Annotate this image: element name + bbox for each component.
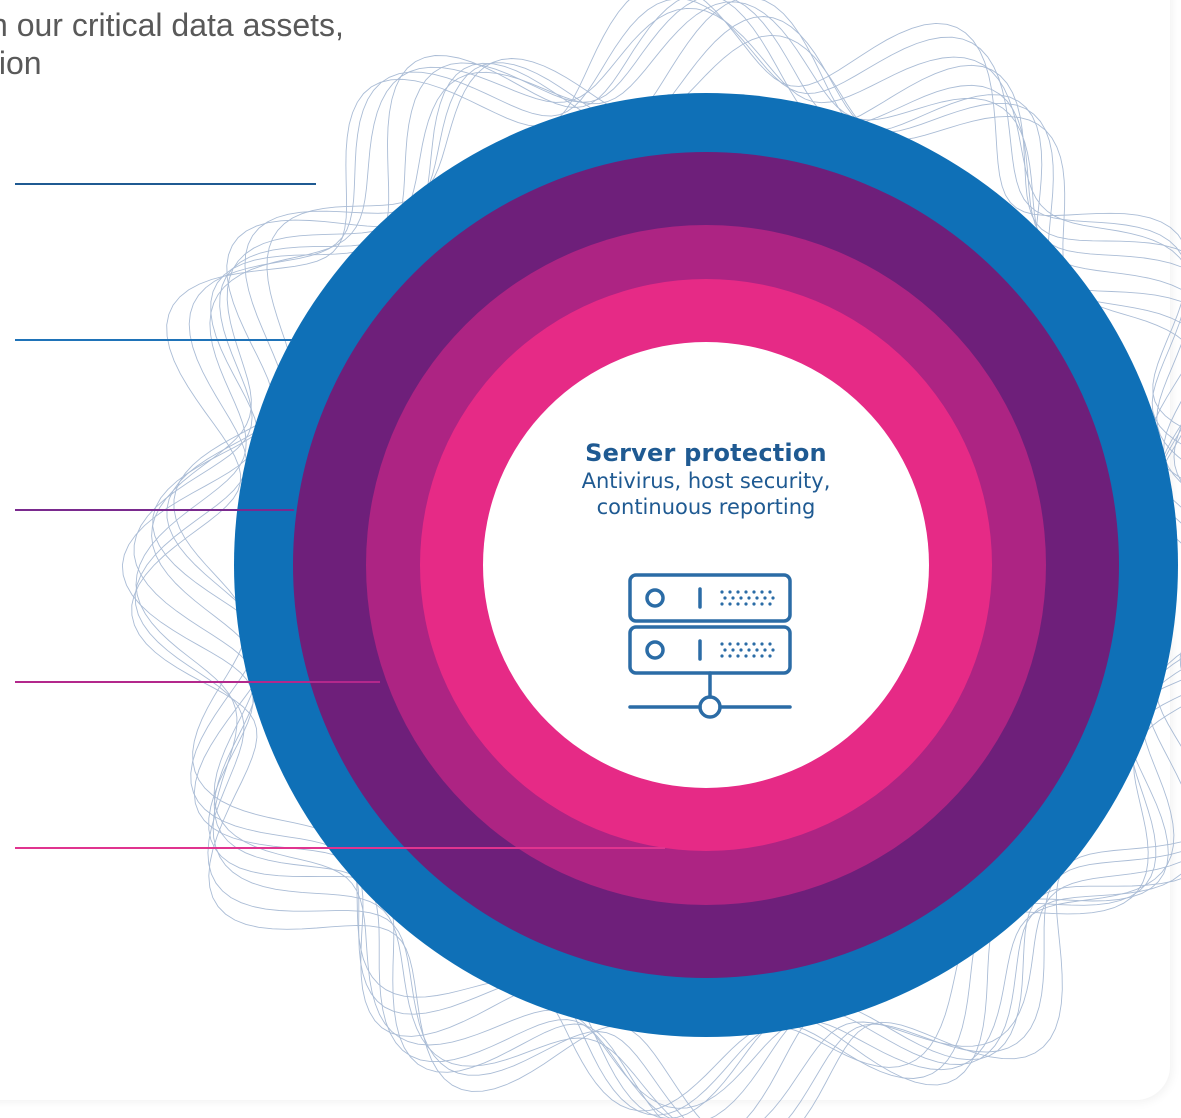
server-unit-top — [628, 573, 792, 623]
wave-line — [166, 16, 1181, 1116]
vent-dot — [747, 648, 751, 652]
center-label: Server protection Antivirus, host securi… — [511, 438, 901, 520]
vent-dot — [739, 596, 743, 600]
vent-dot — [768, 642, 772, 646]
server-led-top — [645, 588, 665, 608]
vent-dot — [744, 642, 748, 646]
wave-line — [173, 34, 1181, 1112]
center-disc — [483, 342, 929, 788]
wave-line — [134, 0, 1181, 1118]
vent-dot — [760, 642, 764, 646]
vent-dot — [763, 648, 767, 652]
wave-line — [152, 0, 1181, 1118]
vent-dot — [736, 590, 740, 594]
wave-line — [135, 7, 1181, 1118]
vent-dot — [720, 654, 724, 658]
server-vent-top — [720, 590, 775, 606]
vent-dot — [771, 648, 775, 652]
wave-line — [131, 0, 1181, 1118]
wave-line — [121, 0, 1181, 1118]
intro-text: n our critical data assets, tion — [0, 7, 344, 81]
server-vent-bottom — [720, 642, 775, 658]
vent-dot — [728, 590, 732, 594]
decorative-wave-pattern — [121, 0, 1181, 1118]
vent-dot — [760, 602, 764, 606]
wave-line — [133, 0, 1181, 1118]
vent-dot — [731, 596, 735, 600]
vent-dot — [744, 590, 748, 594]
vent-dot — [768, 590, 772, 594]
center-description: Antivirus, host security, continuous rep… — [581, 469, 831, 519]
vent-dot — [723, 648, 727, 652]
network-node — [698, 695, 722, 719]
vent-dot — [739, 648, 743, 652]
vent-dot — [747, 596, 751, 600]
wave-line — [151, 1, 1181, 1109]
vent-dot — [720, 642, 724, 646]
vent-dot — [752, 590, 756, 594]
vent-dot — [723, 596, 727, 600]
vent-dot — [771, 596, 775, 600]
vent-dot — [744, 654, 748, 658]
vent-dot — [755, 596, 759, 600]
vent-dot — [728, 654, 732, 658]
vent-dot — [744, 602, 748, 606]
vent-dot — [768, 602, 772, 606]
vent-dot — [755, 648, 759, 652]
server-led-bottom — [645, 640, 665, 660]
vent-dot — [728, 642, 732, 646]
vent-dot — [768, 654, 772, 658]
vent-dot — [752, 654, 756, 658]
center-title: Server protection — [585, 439, 827, 467]
vent-dot — [760, 590, 764, 594]
vent-dot — [763, 596, 767, 600]
vent-dot — [736, 602, 740, 606]
server-network-icon — [628, 573, 792, 719]
vent-dot — [720, 602, 724, 606]
vent-dot — [752, 642, 756, 646]
vent-dot — [731, 648, 735, 652]
vent-dot — [736, 654, 740, 658]
vent-dot — [728, 602, 732, 606]
vent-dot — [752, 602, 756, 606]
vent-dot — [720, 590, 724, 594]
vent-dot — [760, 654, 764, 658]
vent-dot — [736, 642, 740, 646]
